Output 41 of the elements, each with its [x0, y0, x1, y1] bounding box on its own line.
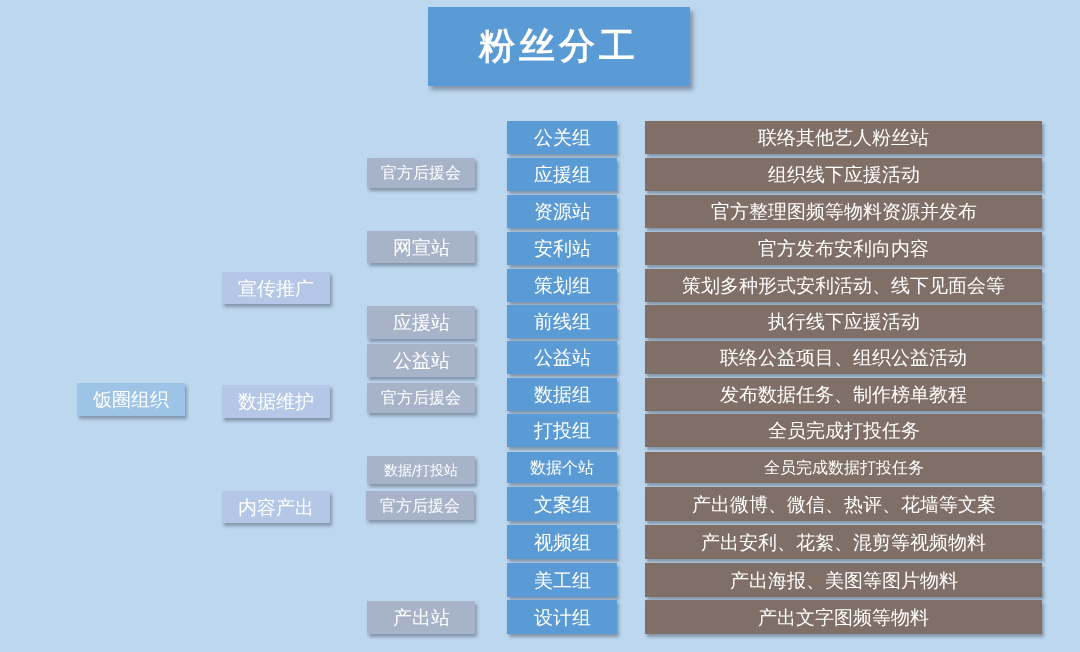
organization-box: 官方后援会: [367, 383, 475, 413]
organization-box: 网宣站: [367, 231, 475, 263]
description-box: 官方发布安利向内容: [645, 232, 1042, 265]
group-box: 前线组: [507, 305, 617, 338]
description-box: 全员完成数据打投任务: [645, 452, 1042, 483]
group-box: 设计组: [507, 600, 617, 634]
description-box: 策划多种形式安利活动、线下见面会等: [645, 269, 1042, 302]
description-box: 全员完成打投任务: [645, 414, 1042, 447]
group-box: 视频组: [507, 525, 617, 559]
group-box: 文案组: [507, 487, 617, 521]
description-box: 产出安利、花絮、混剪等视频物料: [645, 525, 1042, 559]
organization-box: 公益站: [367, 344, 475, 377]
group-box: 美工组: [507, 563, 617, 597]
group-box: 数据组: [507, 378, 617, 411]
organization-box: 官方后援会: [367, 158, 475, 188]
title-box: 粉丝分工: [428, 7, 690, 86]
category-box: 内容产出: [222, 491, 330, 523]
organization-box: 应援站: [367, 306, 475, 339]
group-box: 公益站: [507, 341, 617, 374]
group-box: 应援组: [507, 158, 617, 191]
organization-box: 官方后援会: [366, 491, 474, 520]
description-box: 产出文字图频等物料: [645, 600, 1042, 634]
group-box: 数据个站: [507, 452, 617, 483]
group-box: 打投组: [507, 414, 617, 447]
organization-box: 产出站: [367, 601, 475, 634]
description-box: 产出海报、美图等图片物料: [645, 563, 1042, 597]
description-box: 产出微博、微信、热评、花墙等文案: [645, 487, 1042, 521]
description-box: 组织线下应援活动: [645, 158, 1042, 191]
category-box: 数据维护: [222, 385, 330, 418]
description-box: 发布数据任务、制作榜单教程: [645, 378, 1042, 411]
description-box: 联络公益项目、组织公益活动: [645, 341, 1042, 374]
root-box: 饭圈组织: [77, 383, 185, 416]
group-box: 资源站: [507, 195, 617, 228]
description-box: 官方整理图频等物料资源并发布: [645, 195, 1042, 228]
group-box: 策划组: [507, 269, 617, 302]
group-box: 安利站: [507, 232, 617, 265]
organization-box: 数据/打投站: [367, 456, 475, 484]
group-box: 公关组: [507, 121, 617, 154]
description-box: 执行线下应援活动: [645, 305, 1042, 338]
description-box: 联络其他艺人粉丝站: [645, 121, 1042, 154]
category-box: 宣传推广: [222, 272, 330, 304]
